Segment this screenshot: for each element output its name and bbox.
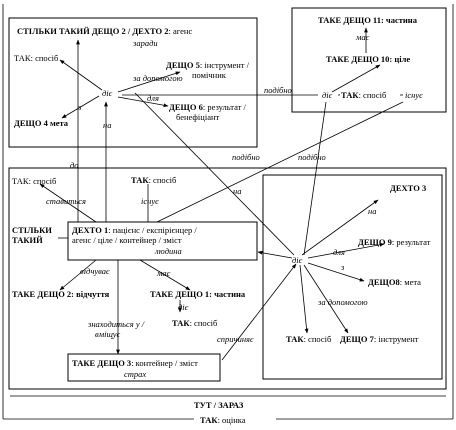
bottom-main-frame-box <box>8 167 447 390</box>
ir-sposib: ТАК: спосіб <box>286 334 331 344</box>
ir-deshcho9: ДЕЩО 9: результат <box>358 237 431 247</box>
conn-na-mid: на <box>233 186 241 196</box>
b-stilky-line2: ТАКИЙ <box>12 235 43 245</box>
ir-z: з <box>340 262 345 272</box>
b-stavytsia: ставиться <box>46 196 86 206</box>
outer-frame <box>2 4 454 420</box>
tl-na: на <box>103 120 111 130</box>
tl-za-dopomohoiu: за допомогою <box>132 73 183 83</box>
ir-deshcho7: ДЕЩО 7: інструмент <box>340 334 419 344</box>
b-sposib-mid: ТАК: спосіб <box>172 318 217 328</box>
tl-meta: ДЕЩО 4 мета <box>14 118 69 128</box>
b-dekhto1-line2: агенс / ціле / контейнер / зміст <box>72 235 182 245</box>
b-dekhto1-line3: людина <box>154 246 182 256</box>
b-dekhto1-line1: ДЕХТО 1: пацієнс / експірієнцер / <box>72 225 197 235</box>
b-sprychyniaie: спричиняє <box>217 334 254 344</box>
b-znakhodytsia: знаходиться у / <box>87 319 146 329</box>
tr-die: діє <box>322 90 333 100</box>
conn-do: до <box>70 160 79 170</box>
top-left-title: СТІЛЬКИ ТАКИЙ ДЕЩО 2 / ДЕХТО 2: агенс <box>17 26 192 36</box>
tr-title: ТАКЕ ДЕЩО 11: частина <box>318 15 418 25</box>
deshcho3-box <box>67 353 221 382</box>
top-right-frame-box <box>291 7 447 113</box>
tl-benefitsiant: бенефіціант <box>176 112 220 122</box>
tr-sposib: ТАК: спосіб <box>341 90 386 100</box>
tl-z: з <box>77 102 82 112</box>
frame-otsinka: ТАК: оцінка <box>200 415 246 425</box>
tl-deshcho5: ДЕЩО 5: інструмент / <box>166 60 250 70</box>
dekhto1-box <box>67 221 258 261</box>
ir-die: діє <box>292 255 303 265</box>
b-deshcho3: ТАКЕ ДЕЩО 3: контейнер / зміст <box>72 358 198 368</box>
tl-deshcho6: ДЕЩО 6: результат / <box>169 102 247 112</box>
b-sposib-left: ТАК: спосіб <box>12 176 56 186</box>
edges <box>39 27 404 361</box>
tl-dlia: для <box>147 93 159 103</box>
b-maie: має <box>156 268 171 278</box>
tr-isnuie: існує <box>405 90 423 100</box>
top-left-subtitle: заради <box>132 38 158 48</box>
b-vmishchuie: вміщує <box>95 329 121 339</box>
b-isnuie: існує <box>141 196 159 206</box>
top-left-frame-box <box>8 17 258 148</box>
ir-dlia: для <box>333 247 345 257</box>
conn-podibno-top: подібно <box>264 85 292 95</box>
b-stilky-line1: СТІЛЬКИ <box>12 225 52 235</box>
tl-die: діє <box>102 88 113 98</box>
conn-podibno-right: подібно <box>298 152 326 162</box>
b-chastyna: ТАКЕ ДЕЩО 1: частина <box>150 289 246 299</box>
b-sposib-top: ТАК: спосіб <box>131 175 176 185</box>
frame-tut-zaraz: ТУТ / ЗАРАЗ <box>194 400 244 410</box>
tr-maie: має <box>355 32 370 42</box>
tl-sposib: ТАК: спосіб <box>14 53 58 63</box>
inner-right-frame-box <box>262 174 443 380</box>
b-die-mid: діє <box>178 302 189 312</box>
b-vidchuvaie: відчуває <box>80 266 110 276</box>
ir-na: на <box>368 206 376 216</box>
ir-dekhto3: ДЕХТО 3 <box>390 183 426 193</box>
conn-podibno-left: подібно <box>232 152 260 162</box>
ir-za-dopomohoiu: за допомогою <box>317 297 368 307</box>
b-strakh: страх <box>124 369 146 379</box>
b-vidchuttia: ТАКЕ ДЕЩО 2: відчуття <box>12 289 110 299</box>
ir-deshcho8: ДЕЩО8: мета <box>368 277 421 287</box>
tl-pomichnyk: помічник <box>192 70 227 80</box>
tr-deshcho10: ТАКЕ ДЕЩО 10: ціле <box>326 54 410 64</box>
